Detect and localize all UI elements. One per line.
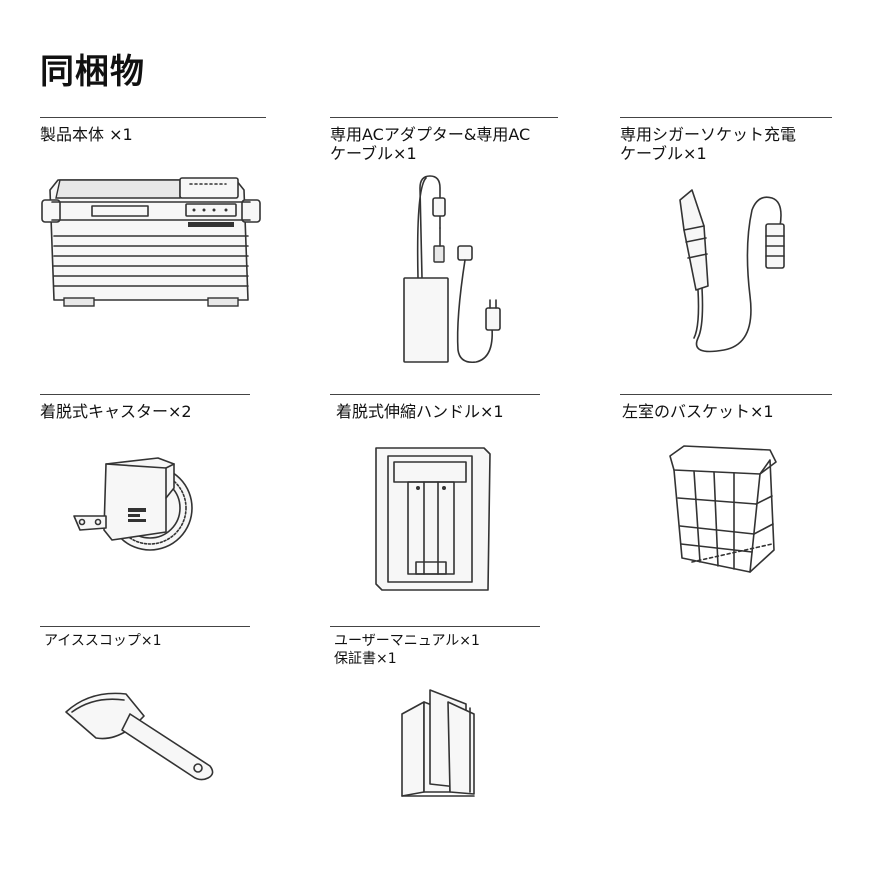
item-label-car-charger-line1: 専用シガーソケット充電: [620, 125, 797, 144]
ac-adapter-icon: [396, 168, 516, 368]
item-label-manual-line1: ユーザーマニュアル×1: [334, 633, 480, 649]
item-label-ice-scoop: アイススコップ×1: [44, 633, 162, 649]
item-divider: [330, 394, 540, 395]
item-label-handle: 着脱式伸縮ハンドル×1: [336, 402, 504, 421]
car-charger-cable-icon: [664, 186, 804, 356]
caster-wheel-icon: [66, 450, 206, 560]
telescopic-handle-icon: [372, 444, 492, 594]
item-label-ac-adapter-line1: 専用ACアダプター&専用AC: [330, 125, 531, 144]
item-label-ac-adapter-line2: ケーブル×1: [330, 144, 417, 163]
cooler-unit-icon: [36, 170, 266, 310]
item-divider: [330, 117, 558, 118]
item-label-manual-line2: 保証書×1: [334, 651, 397, 667]
item-label-basket: 左室のバスケット×1: [622, 402, 774, 421]
item-label-casters: 着脱式キャスター×2: [40, 402, 192, 421]
ice-scoop-icon: [60, 686, 220, 786]
item-label-car-charger-line2: ケーブル×1: [620, 144, 707, 163]
item-divider: [330, 626, 540, 627]
wire-basket-icon: [664, 440, 784, 580]
item-divider: [620, 117, 832, 118]
manual-booklet-icon: [396, 684, 486, 804]
item-divider: [40, 626, 250, 627]
item-divider: [40, 394, 250, 395]
item-label-main-unit: 製品本体 ×1: [40, 125, 133, 144]
page-title: 同梱物: [40, 52, 145, 92]
item-divider: [40, 117, 266, 118]
item-divider: [620, 394, 832, 395]
